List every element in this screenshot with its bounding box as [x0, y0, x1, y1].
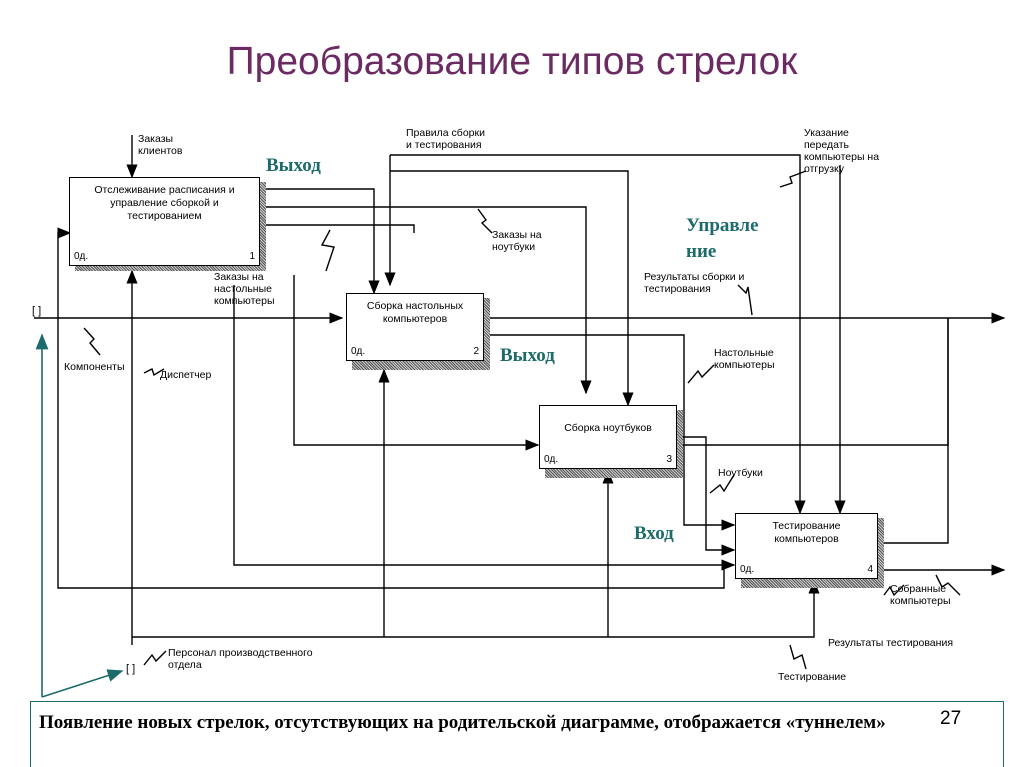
box-3-number: 3 — [666, 454, 672, 465]
tunnel-left: [ ] — [32, 305, 42, 317]
box-1-text: Отслеживание расписания и управление сбо… — [94, 184, 235, 222]
box-4-number: 4 — [867, 564, 873, 575]
idef0-diagram: Отслеживание расписания и управление сбо… — [32, 125, 1020, 701]
label-client-orders: Заказы клиентов — [138, 133, 183, 157]
connector-lines — [34, 135, 1006, 698]
label-desktops: Настольные компьютеры — [714, 347, 775, 371]
label-ship-instruction: Указание передать компьютеры на отгрузку — [804, 127, 880, 175]
label-dispatcher: Диспетчер — [160, 369, 212, 381]
annotation-output-1: Выход — [266, 155, 321, 176]
page-number: 27 — [940, 708, 962, 729]
box-2-text: Сборка настольных компьютеров — [366, 300, 464, 325]
activity-box-3[interactable]: Сборка ноутбуков 0д. 3 — [539, 405, 677, 469]
tunnel-bottom: [ ] — [126, 663, 136, 675]
label-assembly-results: Результаты сборки и тестирования — [644, 271, 745, 295]
slide-title: Преобразование типов стрелок — [226, 40, 798, 83]
label-desktop-orders: Заказы на настольные компьютеры — [214, 271, 275, 307]
box-3-code: 0д. — [544, 454, 559, 465]
note-box: Появление новых стрелок, отсутствующих н… — [30, 701, 1004, 767]
activity-box-4[interactable]: Тестирование компьютеров 0д. 4 — [735, 513, 878, 579]
box-4-code: 0д. — [740, 564, 755, 575]
activity-box-1[interactable]: Отслеживание расписания и управление сбо… — [69, 177, 260, 266]
label-test-results: Результаты тестирования — [828, 637, 954, 649]
box-3-text: Сборка ноутбуков — [564, 422, 652, 434]
box-2-code: 0д. — [351, 346, 366, 357]
note-text: Появление новых стрелок, отсутствующих н… — [39, 712, 886, 733]
label-notebook-orders: Заказы на ноутбуки — [492, 229, 542, 253]
annotation-input: Вход — [634, 523, 674, 544]
label-personnel: Персонал производственного отдела — [168, 647, 313, 671]
label-testing: Тестирование — [778, 671, 847, 683]
annotation-output-2: Выход — [500, 345, 555, 366]
box-1-number: 1 — [249, 251, 255, 262]
label-assembled: Собранные компьютеры — [890, 583, 951, 607]
box-4-text: Тестирование компьютеров — [772, 520, 841, 545]
label-assembly-rules: Правила сборки и тестирования — [406, 127, 485, 151]
box-1-code: 0д. — [74, 251, 89, 262]
label-notebooks: Ноутбуки — [718, 467, 763, 479]
activity-box-2[interactable]: Сборка настольных компьютеров 0д. 2 — [346, 293, 484, 361]
label-components: Компоненты — [64, 361, 125, 373]
annotation-control: Управле ние — [686, 215, 759, 262]
box-2-number: 2 — [473, 346, 479, 357]
